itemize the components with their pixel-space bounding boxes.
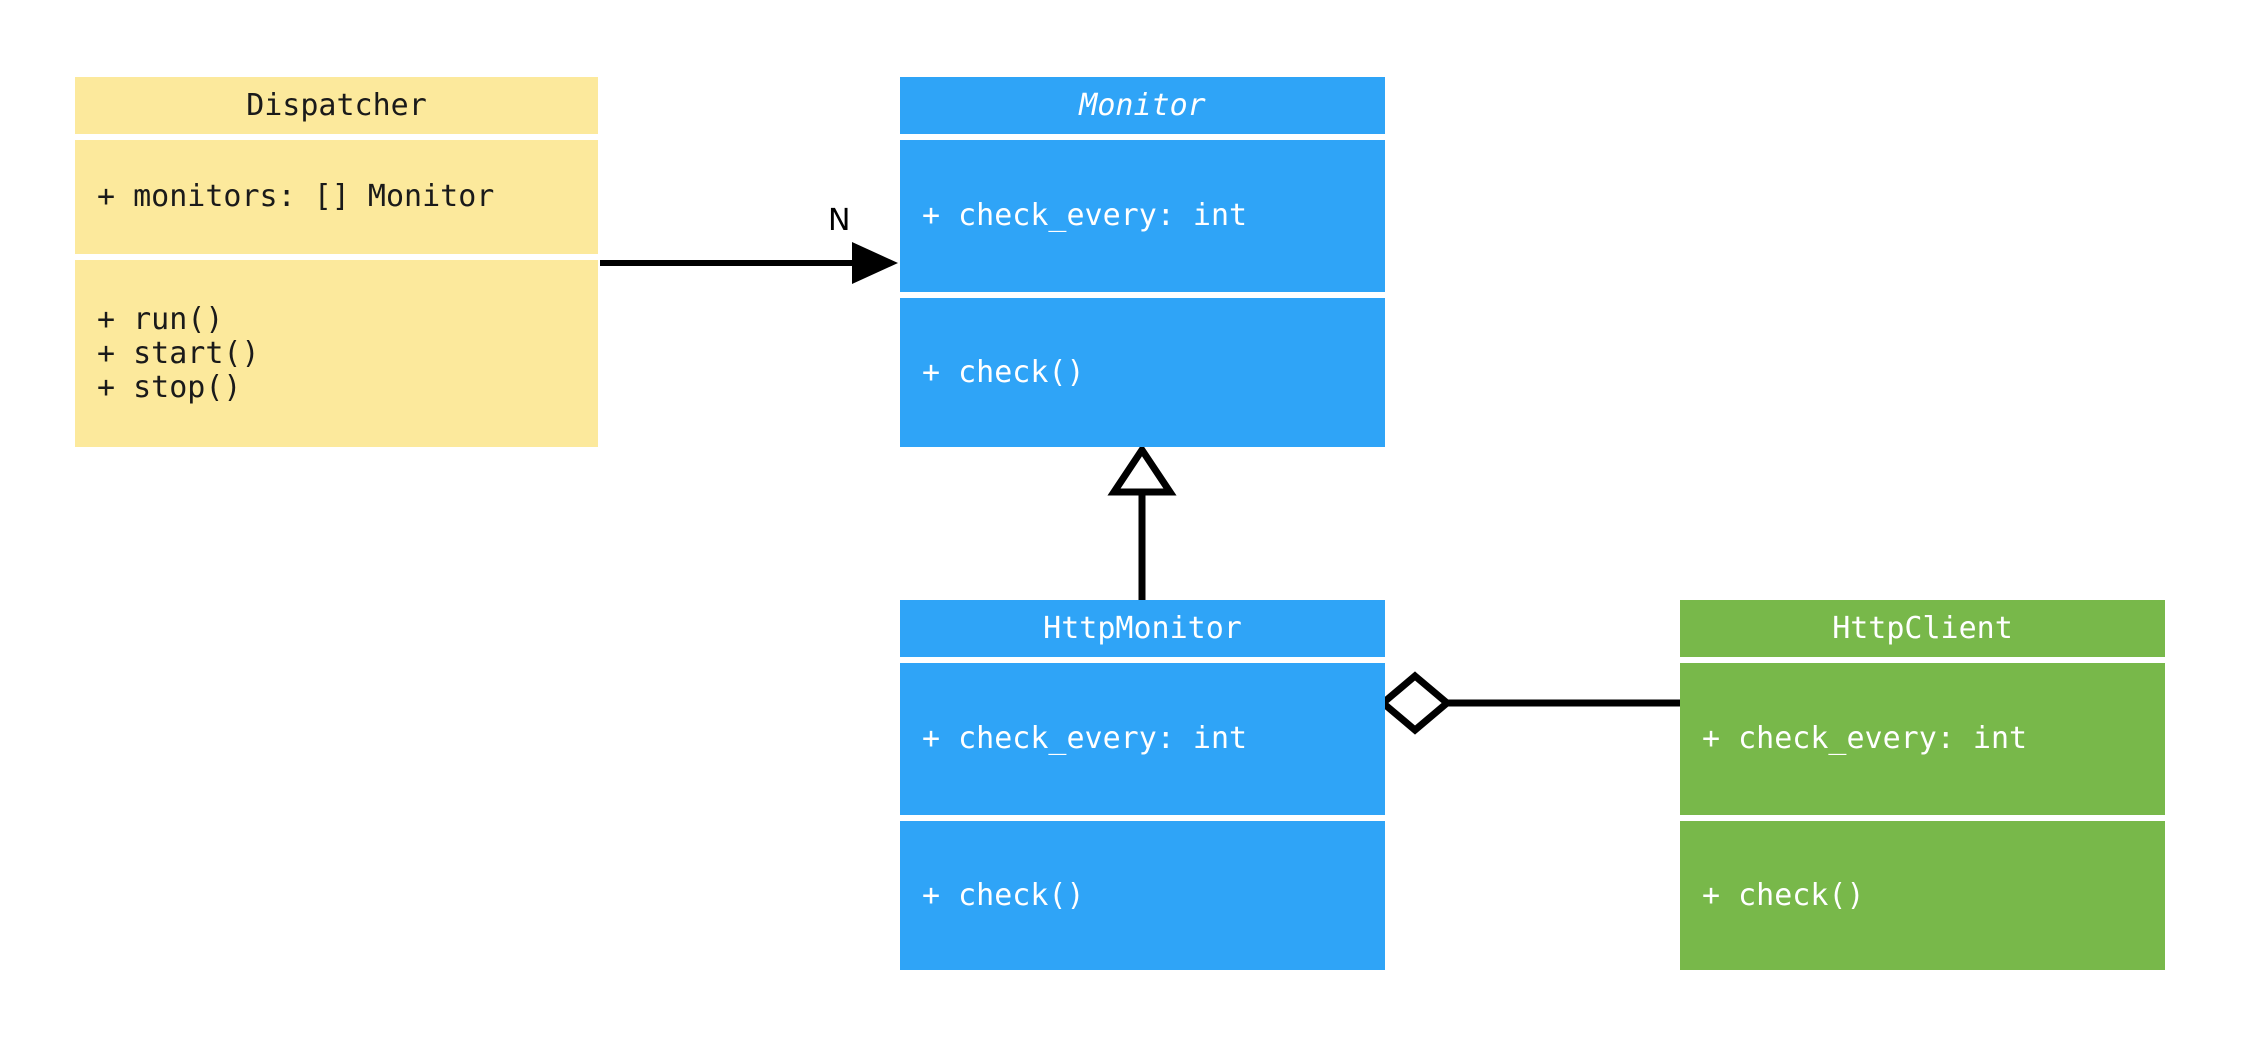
method-row: + run() — [97, 301, 224, 337]
section-divider — [75, 134, 598, 140]
uml-class-monitor[interactable]: Monitor + check_every: int + check() — [900, 77, 1385, 447]
class-attributes-http-monitor: + check_every: int — [900, 663, 1385, 815]
aggregation-httpmonitor-httpclient — [1377, 671, 1680, 735]
section-divider — [900, 134, 1385, 140]
hollow-triangle-icon — [1107, 443, 1177, 496]
class-methods-http-monitor: + check() — [900, 821, 1385, 970]
attribute-row: + check_every: int — [1702, 721, 2028, 756]
class-attributes-monitor: + check_every: int — [900, 140, 1385, 292]
class-title-http-client: HttpClient — [1680, 600, 2165, 657]
method-row: + stop() — [97, 369, 242, 405]
section-divider — [1680, 657, 2165, 663]
method-row: + check() — [922, 354, 1085, 390]
section-divider — [1680, 815, 2165, 821]
uml-class-http-monitor[interactable]: HttpMonitor + check_every: int + check() — [900, 600, 1385, 970]
class-methods-http-client: + check() — [1680, 821, 2165, 970]
class-methods-dispatcher: + run() + start() + stop() — [75, 260, 598, 447]
uml-class-http-client[interactable]: HttpClient + check_every: int + check() — [1680, 600, 2165, 970]
section-divider — [900, 292, 1385, 298]
attribute-row: + check_every: int — [922, 198, 1248, 233]
section-divider — [75, 254, 598, 260]
method-row: + check() — [1702, 877, 1865, 913]
class-attributes-dispatcher: + monitors: [] Monitor — [75, 140, 598, 254]
attribute-row: + monitors: [] Monitor — [97, 179, 495, 214]
section-divider — [900, 657, 1385, 663]
method-row: + start() — [97, 335, 260, 371]
hollow-diamond-icon — [1377, 671, 1453, 735]
inheritance-httpmonitor-monitor — [1107, 443, 1177, 600]
class-methods-monitor: + check() — [900, 298, 1385, 447]
class-title-monitor: Monitor — [900, 77, 1385, 134]
association-multiplicity-label: N — [828, 203, 851, 238]
attribute-row: + check_every: int — [922, 721, 1248, 756]
association-dispatcher-monitor — [600, 242, 898, 284]
section-divider — [900, 815, 1385, 821]
uml-class-dispatcher[interactable]: Dispatcher + monitors: [] Monitor + run(… — [75, 77, 598, 447]
class-attributes-http-client: + check_every: int — [1680, 663, 2165, 815]
solid-arrowhead-icon — [852, 242, 898, 284]
class-title-dispatcher: Dispatcher — [75, 77, 598, 134]
method-row: + check() — [922, 877, 1085, 913]
class-title-http-monitor: HttpMonitor — [900, 600, 1385, 657]
